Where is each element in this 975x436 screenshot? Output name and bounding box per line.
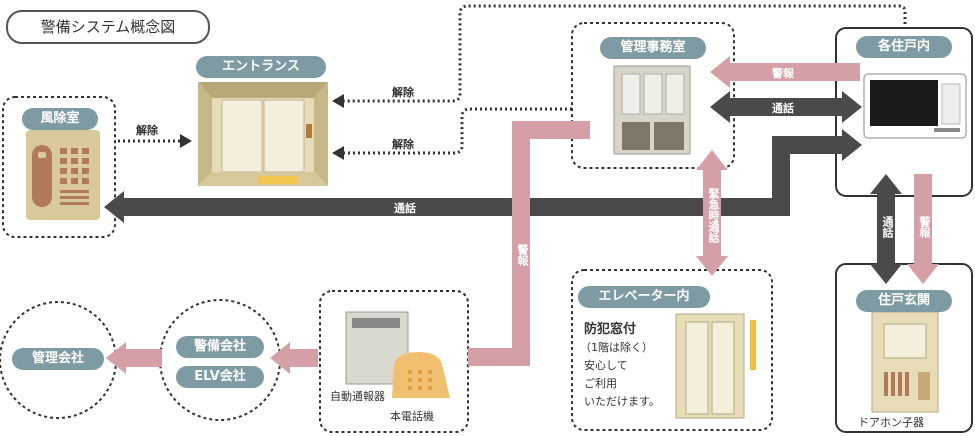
release-label-mid: 解除 xyxy=(392,138,414,151)
entry-pill: 住戸玄関 xyxy=(856,290,952,312)
release-arrowhead-left xyxy=(180,134,192,148)
door-slave-caption: ドアホン子器 xyxy=(858,416,924,429)
elevator-line3: ご利用 xyxy=(584,377,617,390)
entrance-illustration xyxy=(198,82,328,186)
elv-company-pill: ELV会社 xyxy=(176,366,264,388)
release-arrowhead-mid xyxy=(332,146,344,160)
entrance-pill: エントランス xyxy=(196,56,326,78)
call-office-head-right xyxy=(842,91,862,123)
elevator-line4: いただけます。 xyxy=(584,395,660,408)
call-main-path xyxy=(120,136,842,216)
vestibule-pill: 風除室 xyxy=(22,108,98,130)
emergency-head-down xyxy=(696,256,728,276)
alarm-office-head xyxy=(710,56,730,88)
page-title: 警備システム概念図 xyxy=(6,10,210,44)
release-arrowhead-top xyxy=(332,94,344,108)
emergency-band xyxy=(703,168,721,260)
alarm-office-band xyxy=(728,63,860,81)
call-entry-head-down xyxy=(870,264,902,284)
alarm-entry-head xyxy=(907,264,939,284)
release-label-left: 解除 xyxy=(136,124,158,137)
alarm-entry-band xyxy=(914,174,932,264)
alarm-mgmt-head xyxy=(106,342,126,374)
elevator-heading: 防犯窓付 xyxy=(584,322,637,337)
call-entry-head-up xyxy=(870,174,902,194)
emergency-head-up xyxy=(696,150,728,170)
elevator-line2: 安心して xyxy=(584,359,628,372)
call-office-band xyxy=(728,98,842,116)
alarm-left-path xyxy=(468,121,590,366)
call-main-label: 通話 xyxy=(394,202,416,215)
emergency-call-label: 緊急時通話 xyxy=(707,188,720,243)
release-line-top xyxy=(340,4,907,103)
mgmt-company-pill: 管理会社 xyxy=(12,348,104,370)
call-entry-band xyxy=(877,192,895,264)
alarm-office-label: 警報 xyxy=(772,67,794,80)
units-pill: 各住戸内 xyxy=(856,36,952,58)
call-entry-label: 通話 xyxy=(881,216,894,238)
vestibule-intercom-illustration xyxy=(26,130,100,220)
alarm-mgmt-band xyxy=(124,349,162,367)
call-main-head-right xyxy=(842,129,862,161)
dialer-phone-illustration xyxy=(345,311,450,398)
elevator-line1: （1階は除く） xyxy=(580,341,653,354)
security-company-pill: 警備会社 xyxy=(176,336,264,358)
alarm-security-band xyxy=(288,349,318,367)
alarm-left-label: 警報 xyxy=(516,244,529,266)
call-main-head-left xyxy=(104,191,124,223)
office-equipment-illustration xyxy=(613,65,691,155)
door-station-illustration xyxy=(871,311,939,413)
alarm-security-head xyxy=(270,342,290,374)
office-box xyxy=(571,22,735,169)
call-office-label: 通話 xyxy=(772,102,794,115)
entry-box xyxy=(835,263,973,433)
release-label-top: 解除 xyxy=(392,86,414,99)
office-pill: 管理事務室 xyxy=(600,37,706,59)
unit-monitor-illustration xyxy=(863,73,967,139)
vestibule-box xyxy=(2,96,116,238)
main-phone-caption: 本電話機 xyxy=(390,410,434,423)
call-office-head-left xyxy=(710,91,730,123)
dialer-box xyxy=(319,290,469,433)
security-company-circle xyxy=(159,299,281,421)
elevator-door-illustration xyxy=(675,313,756,419)
auto-dialer-caption: 自動通報器 xyxy=(330,390,385,403)
elevator-pill: エレベーター内 xyxy=(578,286,710,308)
alarm-entry-label: 警報 xyxy=(918,216,931,238)
elevator-box xyxy=(571,269,773,431)
